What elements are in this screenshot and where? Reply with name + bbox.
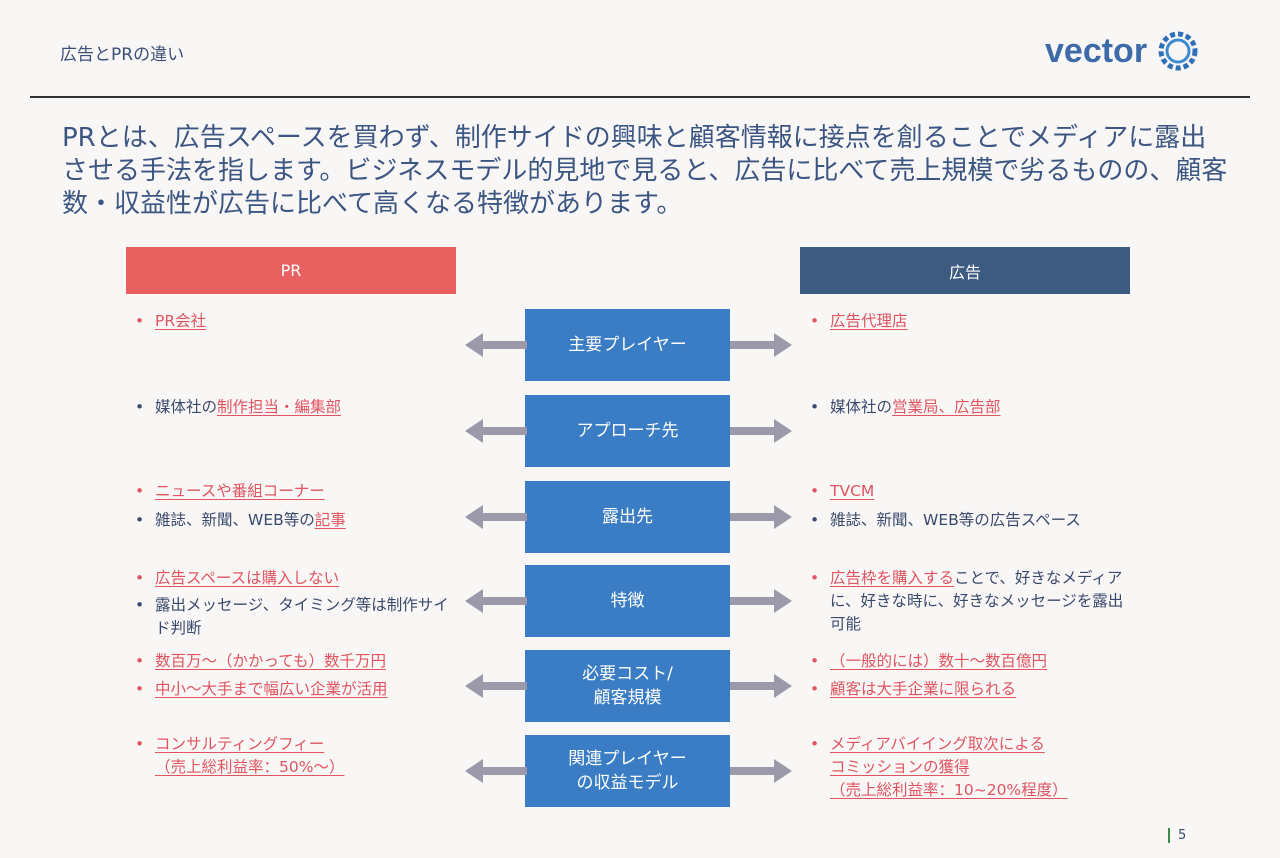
criteria-box: 必要コスト/ 顧客規模: [525, 650, 730, 722]
item-text: 露出メッセージ、タイミング等は制作サイド判断: [155, 596, 449, 637]
list-item: 露出メッセージ、タイミング等は制作サイド判断: [133, 594, 463, 640]
right-arrow-icon: [730, 589, 792, 613]
list-item: コンサルティングフィー （売上総利益率：50%～）: [133, 733, 463, 779]
left-arrow-icon: [465, 419, 527, 443]
left-arrow-icon: [465, 589, 527, 613]
list-item: ニュースや番組コーナー: [133, 480, 463, 503]
list-item: 雑誌、新聞、WEB等の広告スペース: [808, 509, 1138, 532]
item-text: 媒体社の: [830, 398, 893, 416]
list-item: 広告枠を購入することで、好きなメディアに、好きな時に、好きなメッセージを露出可能: [808, 567, 1138, 636]
highlighted-text: コンサルティングフィー （売上総利益率：50%～）: [155, 735, 345, 776]
lead-text: PRとは、広告スペースを買わず、制作サイドの興味と顧客情報に接点を創ることでメデ…: [62, 123, 1228, 219]
highlighted-text: 数百万～（かかっても）数千万円: [155, 652, 386, 670]
criteria-box: 関連プレイヤー の収益モデル: [525, 735, 730, 807]
highlighted-text: 顧客は大手企業に限られる: [830, 680, 1017, 698]
slide-section-title: 広告とPRの違い: [60, 45, 185, 65]
highlighted-text: 広告代理店: [830, 312, 908, 330]
highlighted-text: 広告スペースは購入しない: [155, 569, 340, 587]
item-text: 媒体社の: [155, 398, 218, 416]
gear-logo-icon: [1158, 31, 1198, 71]
ad-cell: 広告代理店: [808, 310, 1138, 333]
list-item: 広告代理店: [808, 310, 1138, 333]
list-item: 媒体社の制作担当・編集部: [133, 396, 463, 419]
highlighted-text: ニュースや番組コーナー: [155, 482, 325, 500]
pr-cell: コンサルティングフィー （売上総利益率：50%～）: [133, 733, 463, 779]
item-text: 雑誌、新聞、WEB等の広告スペース: [830, 511, 1081, 529]
left-arrow-icon: [465, 505, 527, 529]
highlighted-text: 制作担当・編集部: [217, 398, 342, 416]
vector-logo: vector: [1045, 28, 1201, 74]
highlighted-text: TVCM: [830, 482, 875, 500]
ad-cell: メディアバイイング取次による コミッションの獲得 （売上総利益率：10~20%程…: [808, 733, 1138, 802]
list-item: PR会社: [133, 310, 463, 333]
list-item: 数百万～（かかっても）数千万円: [133, 650, 463, 673]
list-item: 中小～大手まで幅広い企業が活用: [133, 678, 463, 701]
ad-cell: TVCM 雑誌、新聞、WEB等の広告スペース: [808, 480, 1138, 532]
ad-cell: 広告枠を購入することで、好きなメディアに、好きな時に、好きなメッセージを露出可能: [808, 567, 1138, 636]
pr-cell: 数百万～（かかっても）数千万円中小～大手まで幅広い企業が活用: [133, 650, 463, 701]
criteria-box: アプローチ先: [525, 395, 730, 467]
list-item: メディアバイイング取次による コミッションの獲得 （売上総利益率：10~20%程…: [808, 733, 1138, 802]
right-arrow-icon: [730, 759, 792, 783]
pr-cell: ニュースや番組コーナー雑誌、新聞、WEB等の記事: [133, 480, 463, 532]
ad-cell: （一般的には）数十～数百億円顧客は大手企業に限られる: [808, 650, 1138, 701]
criteria-box: 特徴: [525, 565, 730, 637]
highlighted-text: 中小～大手まで幅広い企業が活用: [155, 680, 388, 698]
page-number: 5: [1168, 828, 1186, 843]
pr-cell: 広告スペースは購入しない露出メッセージ、タイミング等は制作サイド判断: [133, 567, 463, 640]
pr-cell: PR会社: [133, 310, 463, 333]
list-item: 雑誌、新聞、WEB等の記事: [133, 509, 463, 532]
right-arrow-icon: [730, 419, 792, 443]
criteria-box: 露出先: [525, 481, 730, 553]
right-arrow-icon: [730, 505, 792, 529]
list-item: 顧客は大手企業に限られる: [808, 678, 1138, 701]
header-divider: [30, 96, 1250, 98]
highlighted-text: （一般的には）数十～数百億円: [830, 652, 1048, 670]
left-arrow-icon: [465, 674, 527, 698]
list-item: 媒体社の営業局、広告部: [808, 396, 1138, 419]
pr-cell: 媒体社の制作担当・編集部: [133, 396, 463, 419]
highlighted-text: 広告枠を購入する: [830, 569, 955, 587]
highlighted-text: 記事: [314, 511, 346, 529]
criteria-box: 主要プレイヤー: [525, 309, 730, 381]
ad-column-header: 広告: [800, 247, 1130, 294]
right-arrow-icon: [730, 674, 792, 698]
ad-cell: 媒体社の営業局、広告部: [808, 396, 1138, 419]
list-item: （一般的には）数十～数百億円: [808, 650, 1138, 673]
right-arrow-icon: [730, 333, 792, 357]
item-text: ことで、好きなメディアに、好きな時に、好きなメッセージを露出可能: [830, 569, 1124, 633]
highlighted-text: PR会社: [155, 312, 207, 330]
left-arrow-icon: [465, 759, 527, 783]
list-item: 広告スペースは購入しない: [133, 567, 463, 590]
highlighted-text: 営業局、広告部: [892, 398, 1001, 416]
highlighted-text: メディアバイイング取次による コミッションの獲得 （売上総利益率：10~20%程…: [830, 735, 1068, 799]
item-text: 雑誌、新聞、WEB等の: [155, 511, 315, 529]
logo-text: vector: [1045, 31, 1148, 70]
list-item: TVCM: [808, 480, 1138, 503]
pr-column-header: PR: [126, 247, 456, 294]
left-arrow-icon: [465, 333, 527, 357]
